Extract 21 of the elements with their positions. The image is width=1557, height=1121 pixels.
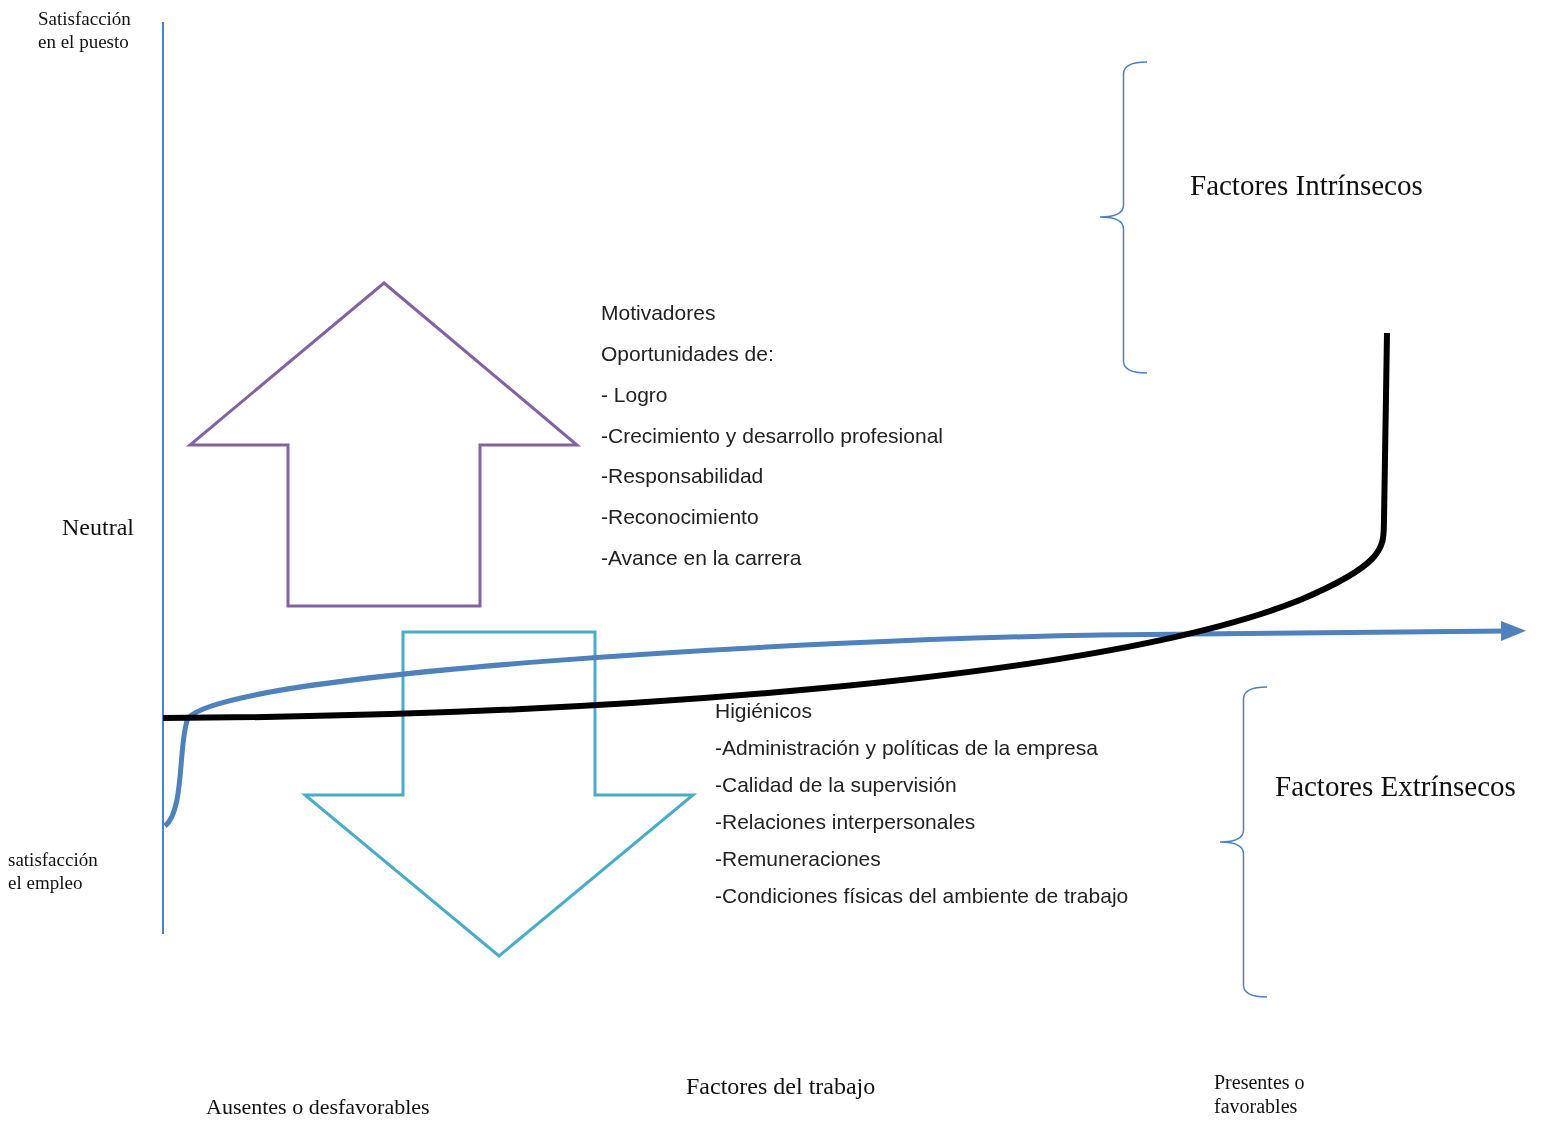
list-item: -Administración y políticas de la empresa xyxy=(715,735,1098,761)
axis-label: Ausentes o desfavorables xyxy=(206,1094,430,1121)
list-heading: Oportunidades de: xyxy=(601,341,774,367)
list-item: -Calidad de la supervisión xyxy=(715,772,957,798)
list-item: -Crecimiento y desarrollo profesional xyxy=(601,423,943,449)
list-item: -Condiciones físicas del ambiente de trabajo xyxy=(715,883,1129,909)
axis-label: Satisfacción en el puesto xyxy=(38,8,132,54)
axis-label: Neutral xyxy=(62,513,134,542)
list-item: -Responsabilidad xyxy=(601,463,764,489)
list-heading: Higiénicos xyxy=(715,698,812,724)
list-item: - Logro xyxy=(601,382,668,408)
list-item: -Reconocimiento xyxy=(601,504,759,530)
factor-heading: Factores Intrínsecos xyxy=(1190,168,1423,203)
axis-title: Factores del trabajo xyxy=(686,1072,876,1101)
list-item: -Avance en la carrera xyxy=(601,545,802,571)
list-item: -Remuneraciones xyxy=(715,846,881,872)
list-item: -Relaciones interpersonales xyxy=(715,809,976,835)
factor-heading: Factores Extrínsecos xyxy=(1275,769,1516,804)
axis-label: Presentes o favorables xyxy=(1214,1070,1306,1118)
list-heading: Motivadores xyxy=(601,300,716,326)
axis-label: satisfacción el empleo xyxy=(8,849,99,895)
